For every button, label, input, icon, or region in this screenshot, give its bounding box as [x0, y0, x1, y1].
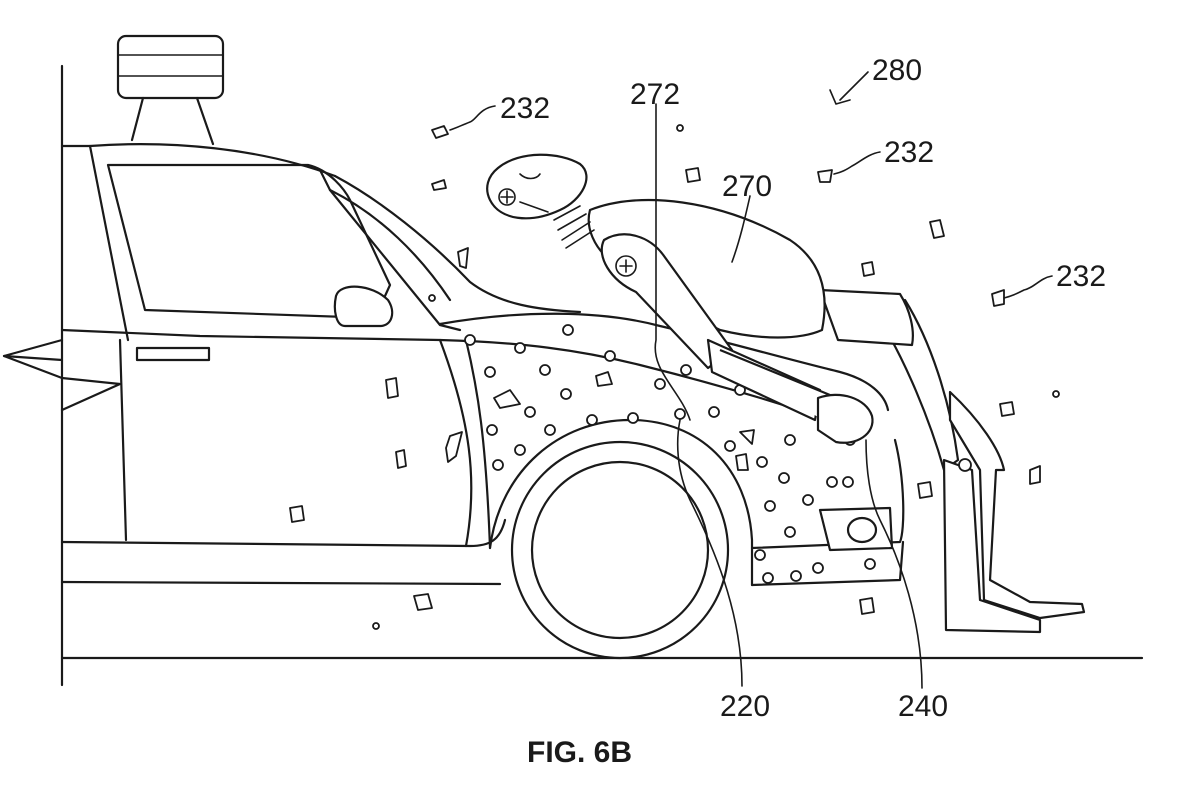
leg-rear: [942, 458, 1042, 634]
adhesive-dots: [464, 324, 876, 584]
label-232-right: 232: [1056, 260, 1106, 293]
pedestrian-dummy: [486, 153, 1086, 634]
figure-caption: FIG. 6B: [527, 736, 632, 769]
windshield: [333, 174, 582, 314]
debris-fragments: [289, 124, 1060, 630]
leader-lines: [449, 71, 1053, 689]
hand: [816, 393, 874, 444]
label-272: 272: [630, 78, 680, 111]
label-280: 280: [872, 54, 922, 87]
label-232-top-right: 232: [884, 136, 934, 169]
label-232-top-left: 232: [500, 92, 550, 125]
front-wheel: [510, 440, 730, 660]
leg-front: [948, 390, 1086, 620]
door-handle: [135, 346, 211, 362]
roof-line: [60, 143, 337, 178]
label-220: 220: [720, 690, 770, 723]
side-mirror: [333, 285, 394, 328]
label-240: 240: [898, 690, 948, 723]
label-270: 270: [722, 170, 772, 203]
roof-sensor: [116, 34, 225, 146]
vehicle: [2, 143, 905, 587]
